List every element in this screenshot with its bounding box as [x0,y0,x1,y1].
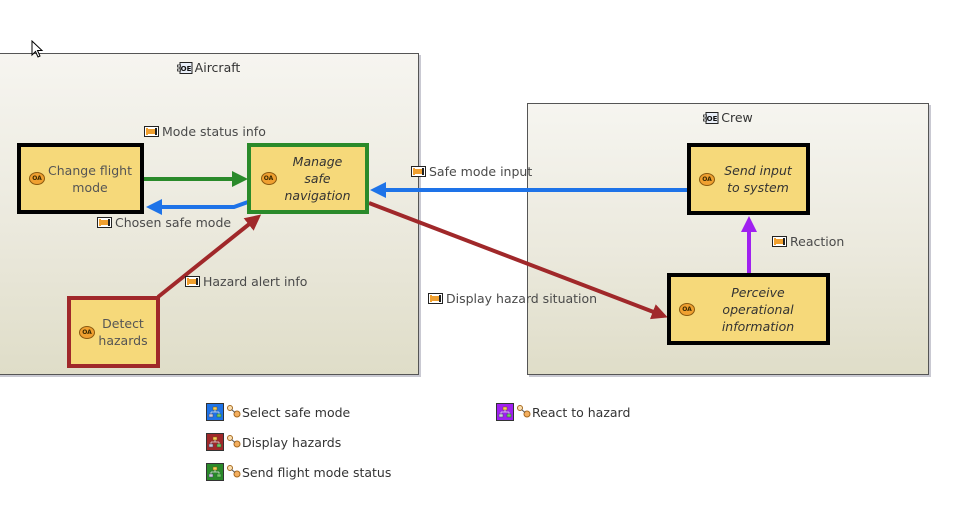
exchange-item-icon [411,165,426,180]
exchange-item-icon [185,275,200,290]
operational-activity-icon: OA [699,172,715,186]
functional-chain-swatch-icon [206,433,224,451]
chain-link-icon [516,404,532,421]
operational-activity-icon: OA [260,172,277,185]
exchange-label-text: Display hazard situation [446,291,598,306]
exchange-item-icon [428,292,443,307]
exchange-label-mode-status-info[interactable]: Mode status info [144,124,266,140]
exchange-label-chosen-safe-mode[interactable]: Chosen safe mode [97,215,231,231]
legend-label: Select safe mode [242,404,351,420]
exchange-label-display-hazard-situation[interactable]: Display hazard situation [428,291,597,307]
exchange-label-text: Reaction [790,234,845,249]
edge-hazard-alert-info[interactable] [156,214,262,299]
exchange-label-text: Hazard alert info [203,274,308,289]
function-manage-safe-navigation[interactable]: OA Manage safe navigation [247,143,369,214]
logical-entity-icon: OE [176,62,193,77]
container-title: OE Crew [528,110,928,127]
container-title-text: Aircraft [194,60,241,75]
chain-link-icon [226,434,242,451]
exchange-label-hazard-alert-info[interactable]: Hazard alert info [185,274,307,290]
function-label: Send input to system [724,163,792,195]
svg-text:OE: OE [180,65,191,73]
functional-chain-swatch-icon [206,463,224,481]
chain-link-icon [226,464,242,481]
functional-chain-swatch-icon [206,403,224,421]
function-label: Change flight mode [48,162,132,195]
legend-item-send-flight-mode-status[interactable]: Send flight mode status [206,463,391,481]
edge-chosen-safe-mode[interactable] [146,199,249,215]
operational-activity-icon: OA [29,172,45,185]
exchange-item-icon [144,125,159,140]
legend-label: Send flight mode status [242,464,392,480]
legend-label: React to hazard [532,404,631,420]
exchange-item-icon [772,235,787,250]
container-title: OE Aircraft [0,60,418,77]
svg-text:OE: OE [707,115,718,123]
chain-link-icon [226,404,242,421]
functional-chain-swatch-icon [496,403,514,421]
operational-activity-icon: OA [679,302,695,316]
function-perceive-operational-information[interactable]: OA Perceive operational information [667,273,830,345]
function-label: Perceive operational information [721,284,795,334]
exchange-label-text: Safe mode input [429,164,533,179]
logical-entity-icon: OE [703,112,719,127]
exchange-label-text: Mode status info [162,124,266,139]
exchange-label-safe-mode-input[interactable]: Safe mode input [411,164,532,180]
operational-activity-icon: OA [79,325,95,339]
legend-item-display-hazards[interactable]: Display hazards [206,433,341,451]
exchange-label-reaction[interactable]: Reaction [772,234,844,250]
exchange-label-text: Chosen safe mode [115,215,232,230]
exchange-item-icon [97,216,112,231]
function-label: Manage safe navigation [284,154,351,203]
function-label: Detect hazards [98,316,148,348]
mouse-cursor-icon [31,39,45,63]
function-send-input-to-system[interactable]: OA Send input to system [687,143,810,215]
edge-display-hazard-situation[interactable] [368,201,668,320]
legend-item-react-to-hazard[interactable]: React to hazard [496,403,630,421]
container-title-text: Crew [721,110,753,125]
legend-item-select-safe-mode[interactable]: Select safe mode [206,403,350,421]
legend-label: Display hazards [242,434,342,450]
